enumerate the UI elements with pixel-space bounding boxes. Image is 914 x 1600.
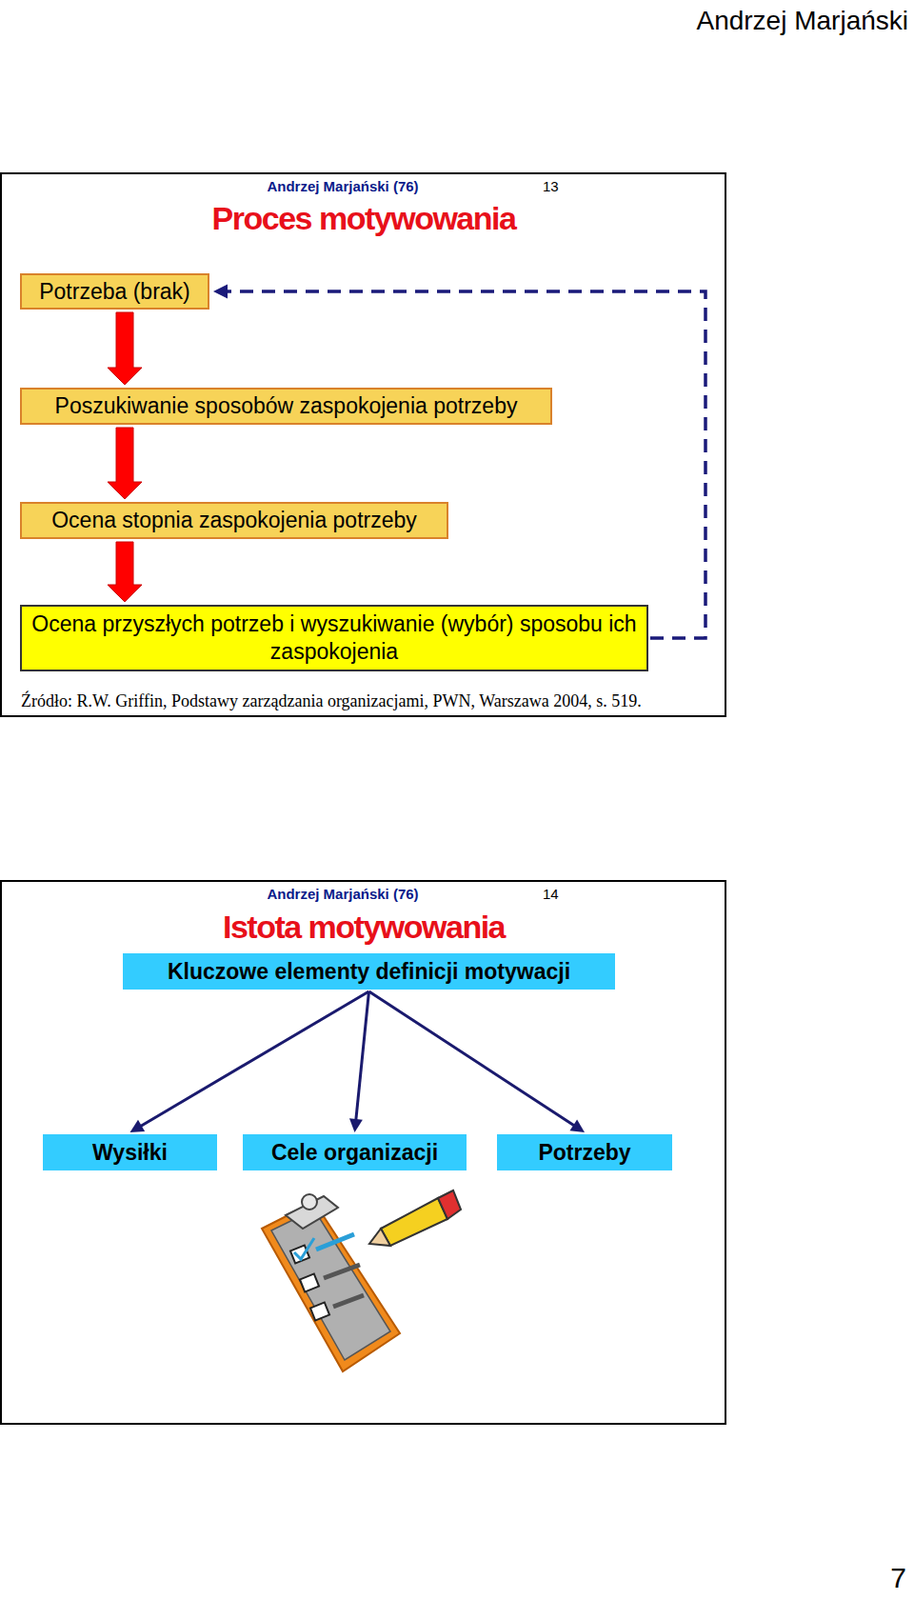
arrowhead: [213, 284, 228, 299]
arrowhead: [349, 1117, 363, 1133]
slide-author: Andrzej Marjański (76): [266, 885, 418, 902]
slide-title: Istota motywowania: [222, 908, 505, 946]
page-header: Andrzej Marjański: [695, 5, 909, 37]
connector: [107, 541, 142, 602]
slide-title: Proces motywowania: [212, 199, 517, 238]
box-text: Cele organizacji: [271, 1138, 438, 1167]
connector: [130, 991, 370, 1133]
box-text: Potrzeby: [537, 1138, 631, 1167]
process-box: Poszukiwanie sposobów zaspokojenia potrz…: [19, 387, 553, 425]
connector: [213, 284, 706, 639]
connector: [349, 991, 370, 1133]
block-arrow: [107, 541, 142, 602]
branch-line: [369, 991, 577, 1128]
connector: [107, 312, 142, 385]
block-arrow: [107, 427, 142, 499]
element-box: Potrzeby: [496, 1133, 673, 1171]
process-box: Ocena przyszłych potrzeb i wyszukiwanie …: [19, 604, 649, 672]
slide-frame: [0, 880, 726, 1424]
box-text: Ocena przyszłych potrzeb i wyszukiwanie …: [29, 610, 639, 666]
element-box: Wysiłki: [42, 1133, 218, 1171]
slide-author: Andrzej Marjański (76): [266, 178, 418, 195]
process-box: Ocena stopnia zaspokojenia potrzeby: [19, 501, 449, 539]
process-box: Potrzeba (brak): [19, 273, 210, 310]
box-text: Wysiłki: [92, 1138, 168, 1167]
slide-number: 13: [542, 178, 559, 195]
clipboard-icon: [261, 1190, 461, 1371]
source-caption: Źródło: R.W. Griffin, Podstawy zarządzan…: [20, 691, 642, 712]
connector: [369, 991, 586, 1133]
slide-number: 14: [542, 885, 559, 902]
page-number: 7: [890, 1561, 907, 1594]
arrowhead: [569, 1118, 585, 1133]
branch-line: [138, 991, 369, 1128]
concept-box: Kluczowe elementy definicji motywacji: [122, 953, 616, 990]
box-text: Potrzeba (brak): [39, 278, 191, 306]
block-arrow: [107, 312, 142, 385]
arrowhead: [130, 1119, 146, 1133]
feedback-line: [224, 291, 706, 638]
box-text: Poszukiwanie sposobów zaspokojenia potrz…: [55, 392, 518, 420]
slide-frame: [0, 173, 726, 716]
element-box: Cele organizacji: [242, 1133, 467, 1171]
branch-line: [356, 991, 370, 1123]
box-text: Kluczowe elementy definicji motywacji: [167, 957, 571, 986]
box-text: Ocena stopnia zaspokojenia potrzeby: [51, 506, 418, 535]
connector: [107, 427, 142, 499]
